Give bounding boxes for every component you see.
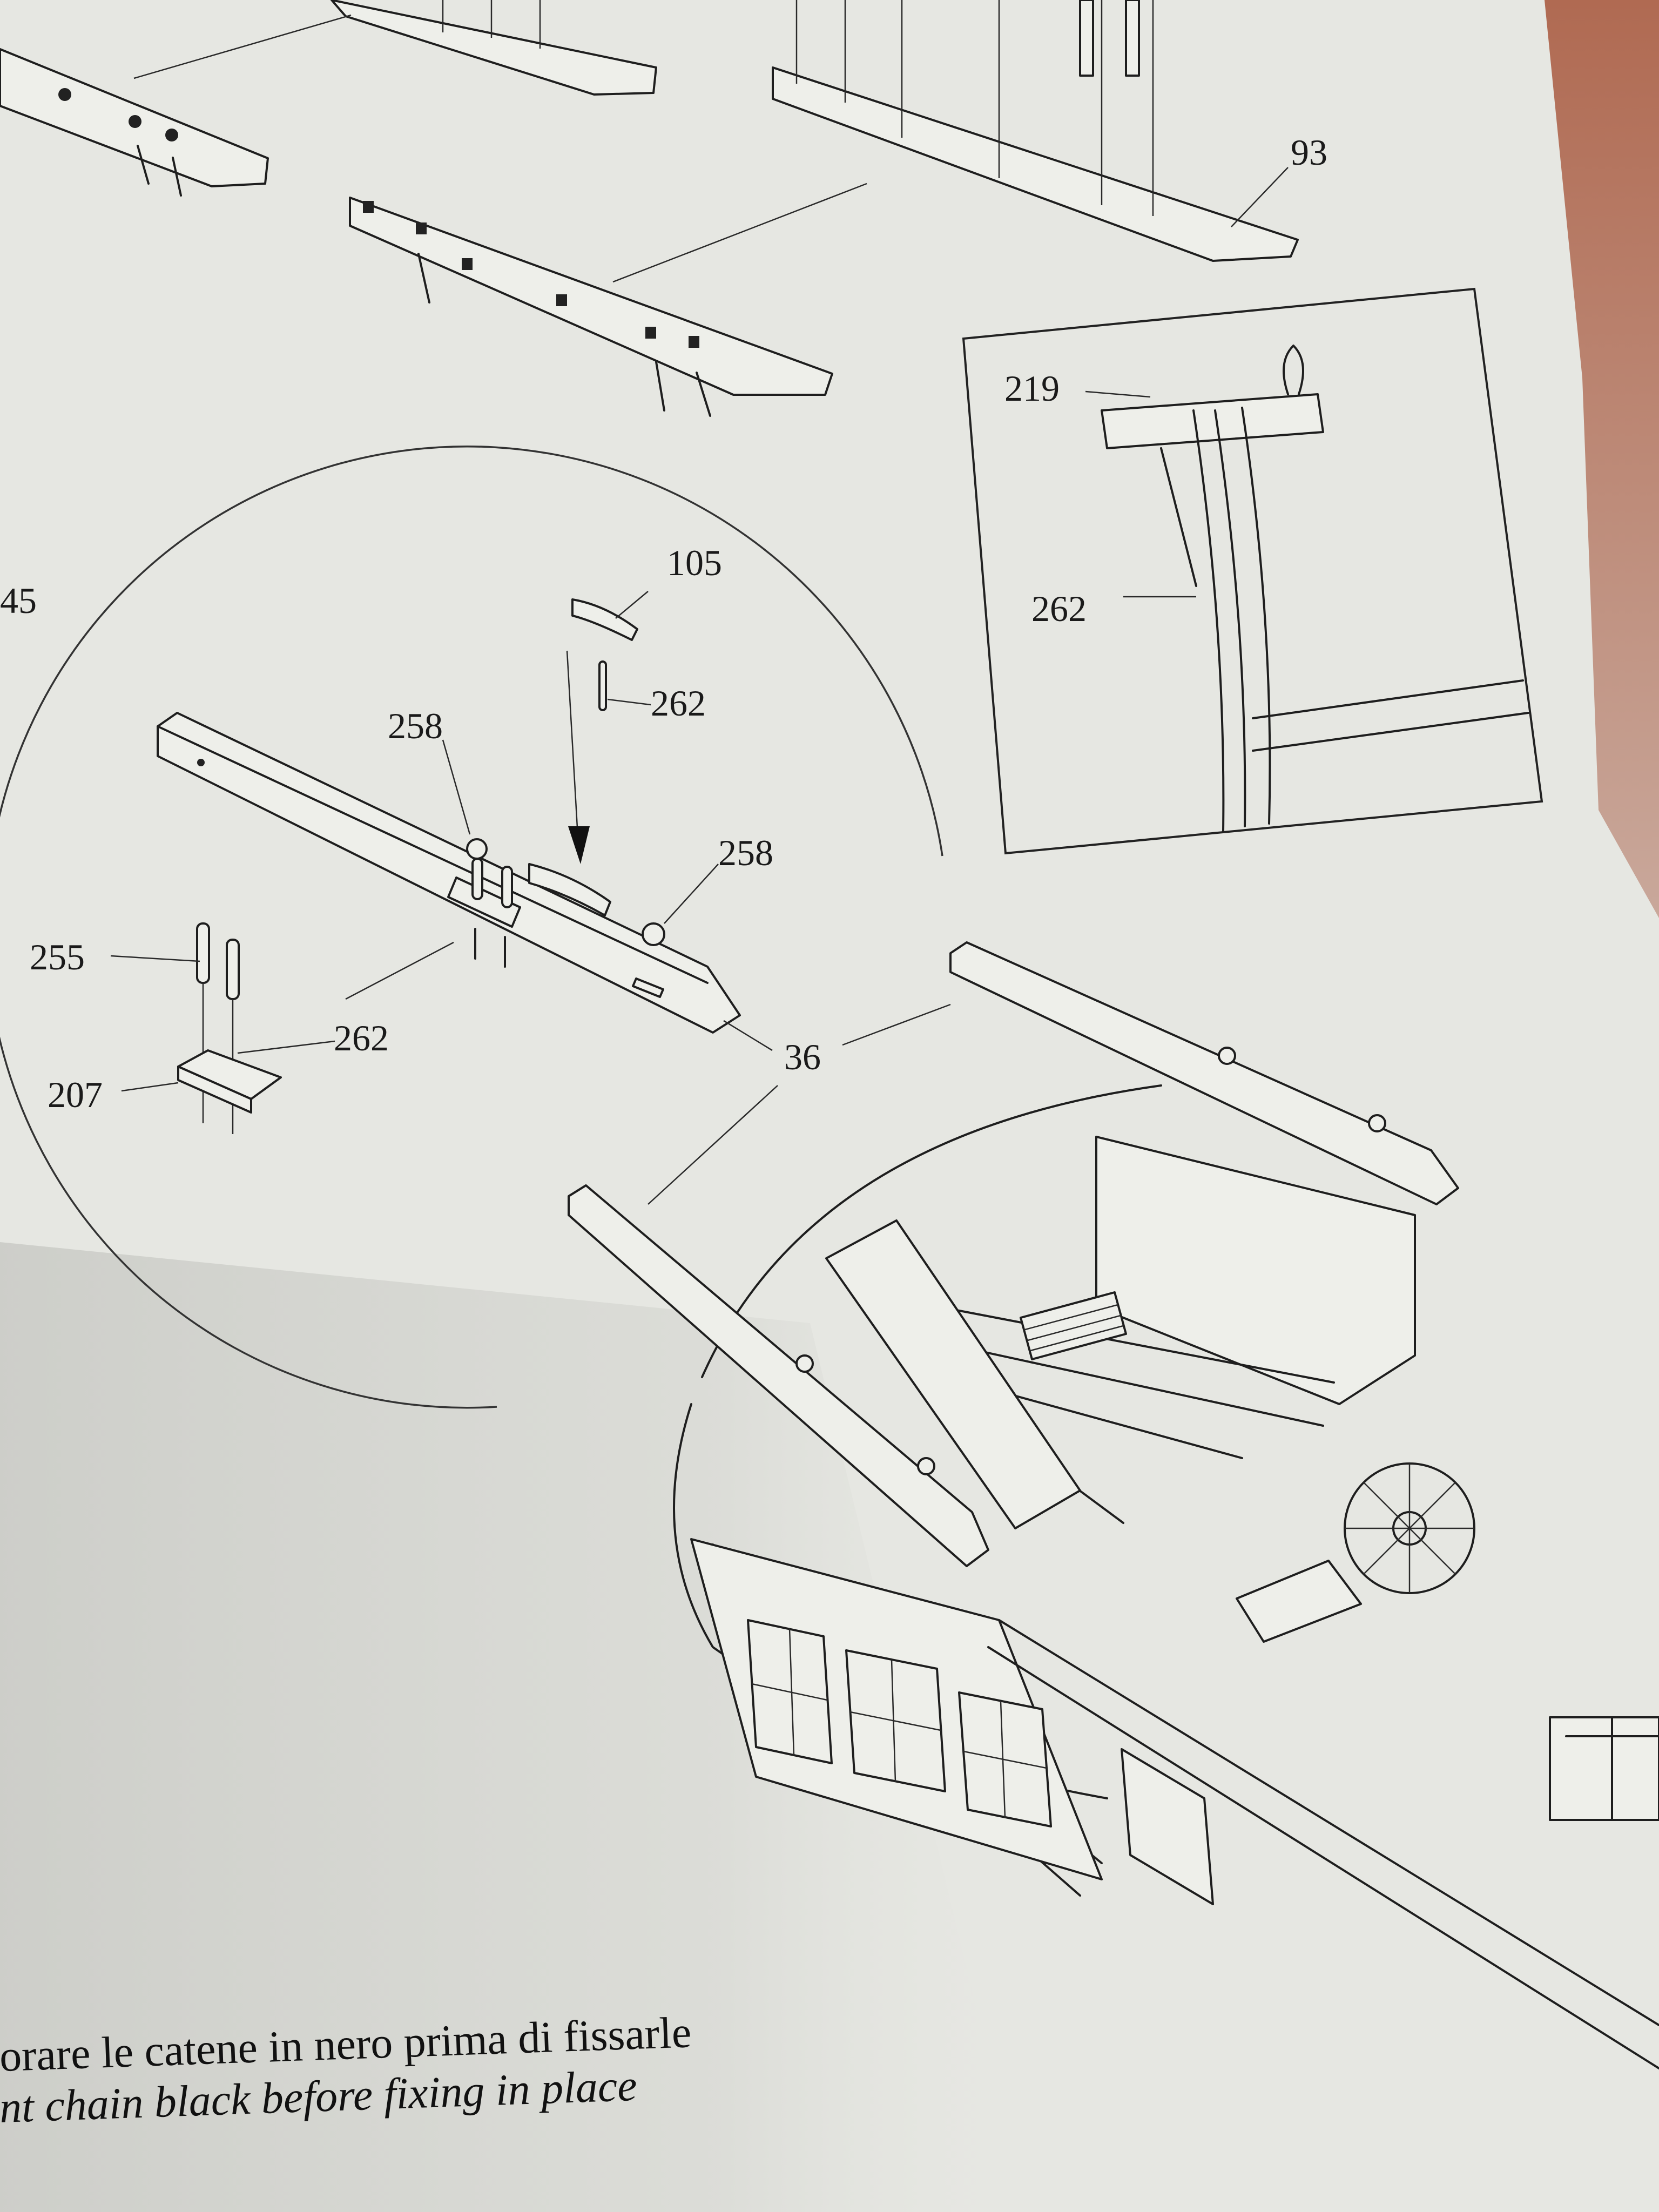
grating	[1020, 1291, 1127, 1360]
label-255: 255	[30, 936, 85, 977]
label-105: 105	[667, 542, 722, 583]
label-262-lower: 262	[334, 1017, 389, 1058]
label-36: 36	[784, 1036, 821, 1077]
connector-line	[612, 183, 867, 283]
paper-shadow	[0, 1242, 1026, 2212]
table-edge	[1545, 0, 1659, 918]
ship-stern	[568, 941, 1659, 2069]
boom-36-left	[568, 1184, 989, 1567]
label-262-pin: 262	[651, 683, 706, 724]
label-93: 93	[1291, 132, 1327, 173]
cleat-105	[571, 598, 638, 641]
detail-circle	[0, 445, 943, 1409]
pin-262	[598, 660, 607, 711]
stern-windows	[747, 1619, 1052, 1827]
boom-36-right	[949, 941, 1459, 1205]
label-258-left: 258	[388, 705, 443, 746]
rail-top-left	[0, 48, 269, 197]
hatch	[1549, 1716, 1659, 1821]
connector-line	[133, 14, 352, 79]
bitts-exploded	[177, 922, 282, 1134]
gunport	[1121, 1748, 1214, 1905]
steering-wheel	[1344, 1462, 1475, 1594]
deckhouse	[1095, 1136, 1416, 1405]
insert-arrow-shaft	[566, 650, 579, 838]
rail-top-center	[331, 0, 657, 96]
label-258-right: 258	[718, 832, 773, 873]
label-207: 207	[48, 1074, 103, 1115]
label-262-inset: 262	[1031, 588, 1087, 629]
rail-middle	[349, 197, 833, 417]
label-219: 219	[1004, 368, 1060, 409]
label-45: 45	[0, 580, 37, 621]
boom-detail	[157, 712, 741, 1034]
rail-93	[772, 0, 1299, 262]
insert-arrow-icon	[568, 826, 590, 864]
inset-detail	[962, 287, 1543, 855]
leader-93	[1231, 167, 1289, 227]
